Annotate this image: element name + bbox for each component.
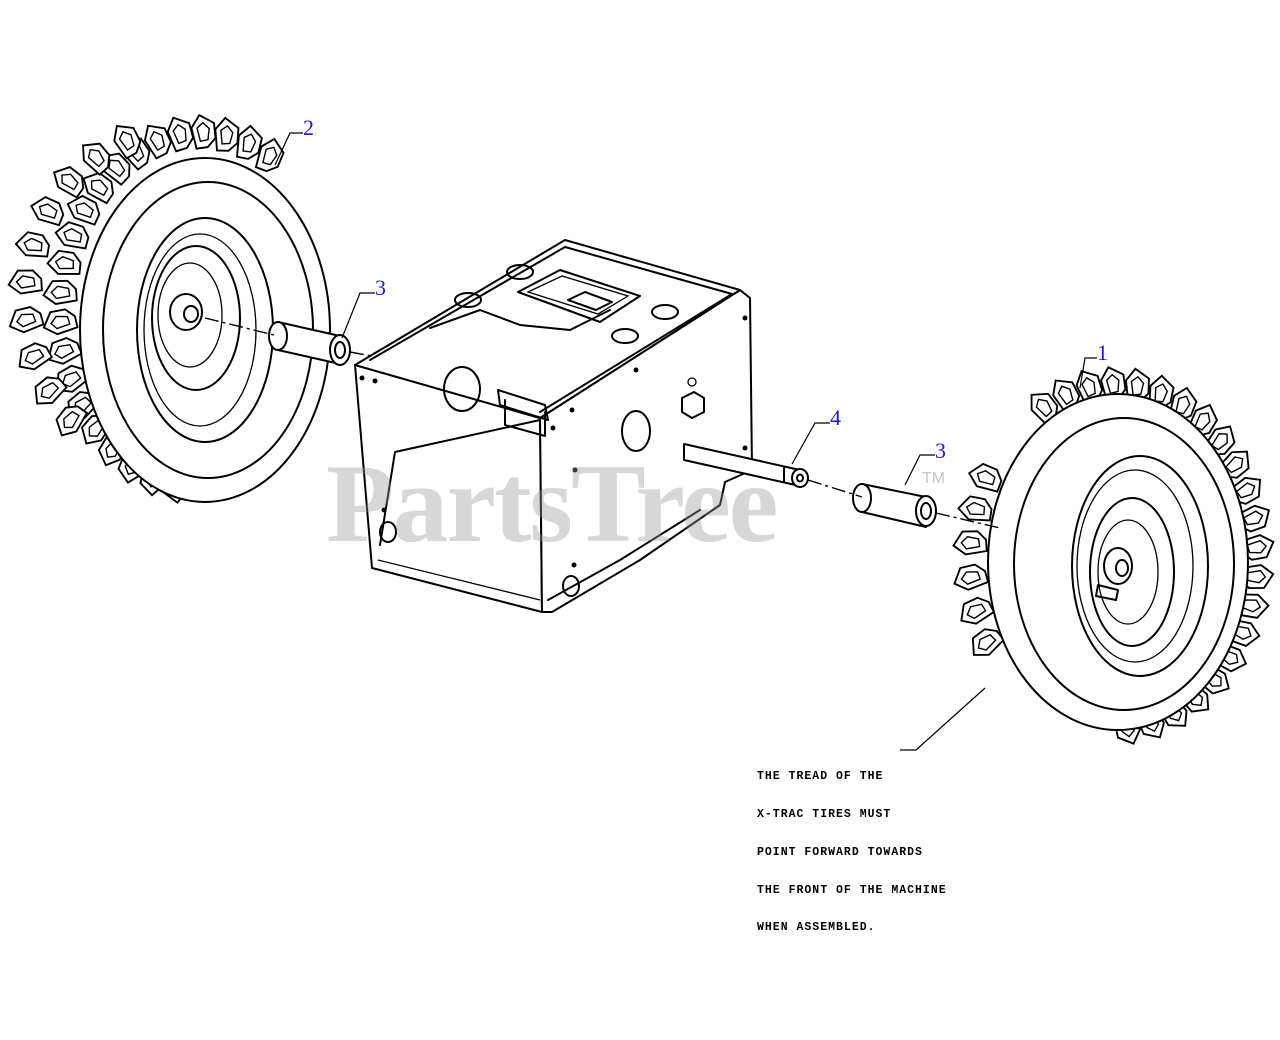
tread-lug bbox=[43, 334, 84, 368]
leader-lines bbox=[274, 132, 1097, 751]
left-spacer bbox=[268, 321, 351, 366]
note-line: THE TREAD OF THE bbox=[757, 770, 884, 784]
note-line: X-TRAC TIRES MUST bbox=[757, 807, 892, 821]
callout-4[interactable]: 4 bbox=[830, 405, 841, 430]
note-line: THE FRONT OF THE MACHINE bbox=[757, 883, 947, 897]
right-wheel bbox=[951, 366, 1276, 747]
tread-lug bbox=[26, 190, 70, 231]
tread-lug bbox=[7, 304, 46, 335]
tread-lug bbox=[13, 338, 55, 375]
tread-lug bbox=[44, 246, 86, 281]
callout-3-right[interactable]: 3 bbox=[935, 438, 946, 463]
watermark-trademark: TM bbox=[922, 470, 946, 487]
callout-2[interactable]: 2 bbox=[303, 115, 314, 140]
tread-lug bbox=[41, 277, 80, 307]
note-line: POINT FORWARD TOWARDS bbox=[757, 845, 923, 859]
tread-lug bbox=[189, 114, 217, 151]
left-wheel bbox=[6, 114, 331, 505]
axle-shaft bbox=[683, 443, 809, 488]
tread-lug bbox=[951, 562, 990, 593]
tread-lug bbox=[41, 307, 79, 336]
callout-3-left[interactable]: 3 bbox=[375, 275, 386, 300]
tread-lug bbox=[955, 491, 997, 527]
assembly-centerlines bbox=[204, 317, 1001, 529]
tread-lug bbox=[951, 527, 990, 558]
tread-lug bbox=[955, 593, 997, 629]
right-spacer bbox=[852, 483, 937, 528]
tread-lug bbox=[6, 267, 45, 297]
frame-housing bbox=[354, 239, 753, 613]
assembly-note: THE TREAD OF THE X-TRAC TIRES MUST POINT… bbox=[757, 746, 947, 948]
tread-lug bbox=[164, 114, 196, 154]
callout-1[interactable]: 1 bbox=[1097, 340, 1108, 365]
note-line: WHEN ASSEMBLED. bbox=[757, 921, 876, 935]
tread-lug bbox=[12, 227, 55, 263]
watermark-text: PartsTree bbox=[326, 442, 779, 566]
